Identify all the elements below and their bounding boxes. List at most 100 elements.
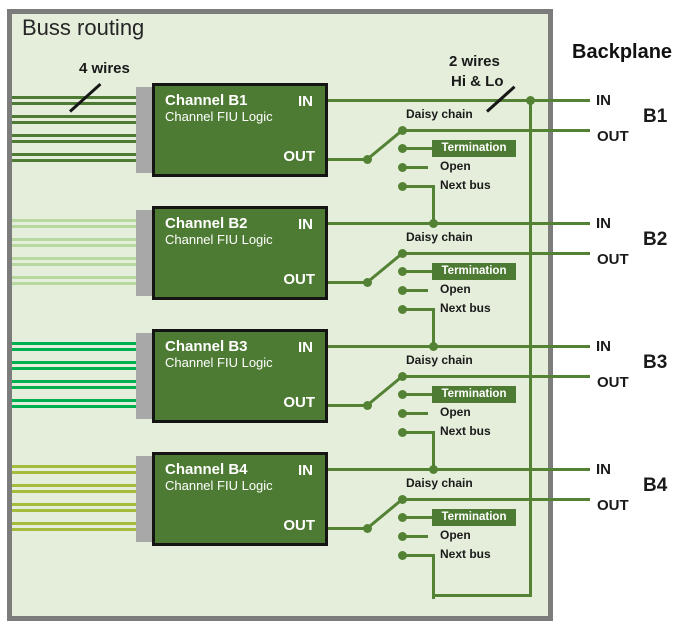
backplane-out-label-b1: OUT	[597, 128, 629, 145]
channel-subtitle-b1: Channel FIU Logic	[165, 109, 273, 124]
backplane-bus-label-b4: B4	[643, 475, 668, 496]
wire-pair-b3	[12, 405, 136, 408]
wire-pair-b1	[12, 121, 136, 124]
connector-bar-b2	[136, 210, 152, 296]
open-node-dot-b1	[397, 162, 407, 172]
nextbus-elbow-b1	[431, 185, 435, 225]
in-junction-dot-b2	[428, 219, 438, 228]
in-line-b2	[328, 222, 590, 225]
nextbus-elbow-b4	[431, 554, 435, 599]
wire-pair-b3	[12, 380, 136, 383]
wire-pair-b1	[12, 102, 136, 105]
daisy-chain-label-b4: Daisy chain	[406, 476, 473, 490]
wire-pair-b4	[12, 490, 136, 493]
wire-pair-b2	[12, 225, 136, 228]
termination-label-b1: Termination	[441, 142, 507, 154]
termination-box-b3: Termination	[432, 385, 516, 403]
channel-subtitle-b4: Channel FIU Logic	[165, 478, 273, 493]
termination-stub-b3	[402, 392, 434, 396]
block-out-label-b1: OUT	[283, 148, 315, 165]
channel-subtitle-b2: Channel FIU Logic	[165, 232, 273, 247]
block-in-label-b3: IN	[298, 339, 313, 356]
termination-box-b1: Termination	[432, 139, 516, 157]
daisy-line-b3	[402, 374, 590, 378]
wire-pair-b2	[12, 263, 136, 266]
out-node-dot-b2	[362, 277, 372, 287]
nextbus-node-dot-b4	[397, 550, 407, 560]
termination-box-b4: Termination	[432, 508, 516, 526]
nextbus-stub-b4	[402, 553, 433, 557]
wire-pair-b1	[12, 134, 136, 137]
nextbus-stub-b3	[402, 430, 433, 434]
nextbus-stub-b2	[402, 307, 433, 311]
out-line-b4	[328, 526, 367, 530]
backplane-out-label-b3: OUT	[597, 374, 629, 391]
wire-pair-b1	[12, 115, 136, 118]
in-line-b3	[328, 345, 590, 348]
block-out-label-b2: OUT	[283, 271, 315, 288]
open-label-b1: Open	[440, 159, 471, 173]
daisy-line-b4	[402, 497, 590, 501]
termination-box-b2: Termination	[432, 262, 516, 280]
daisy-chain-label-b2: Daisy chain	[406, 230, 473, 244]
channel-subtitle-b3: Channel FIU Logic	[165, 355, 273, 370]
out-node-dot-b3	[362, 400, 372, 410]
in-junction-dot-b4	[428, 465, 438, 474]
open-label-b3: Open	[440, 405, 471, 419]
termination-node-dot-b2	[397, 266, 407, 276]
nextbus-label-b3: Next bus	[440, 424, 491, 438]
wire-pair-b4	[12, 471, 136, 474]
open-node-dot-b4	[397, 531, 407, 541]
backplane-in-label-b2: IN	[596, 215, 611, 232]
channel-title-b2: Channel B2	[165, 215, 248, 232]
wire-pair-b4	[12, 528, 136, 531]
nextbus-node-dot-b3	[397, 427, 407, 437]
out-node-dot-b4	[362, 523, 372, 533]
wire-pair-b4	[12, 522, 136, 525]
open-stub-b4	[402, 534, 428, 538]
wire-pair-b4	[12, 484, 136, 487]
wire-pair-b1	[12, 140, 136, 143]
out-line-b2	[328, 280, 367, 284]
in-line-b1	[328, 99, 590, 102]
wire-pair-b1	[12, 153, 136, 156]
daisy-line-b1	[402, 128, 590, 132]
out-line-b1	[328, 157, 367, 161]
open-stub-b1	[402, 165, 428, 169]
wire-pair-b2	[12, 257, 136, 260]
wire-pair-b3	[12, 386, 136, 389]
nextbus-label-b4: Next bus	[440, 547, 491, 561]
panel-title: Buss routing	[22, 15, 145, 40]
termination-node-dot-b3	[397, 389, 407, 399]
backplane-in-label-b1: IN	[596, 92, 611, 109]
wire-pair-b2	[12, 244, 136, 247]
four-wires-label: 4 wires	[79, 60, 130, 77]
daisy-node-dot-b3	[397, 371, 407, 381]
daisy-node-dot-b2	[397, 248, 407, 258]
block-in-label-b1: IN	[298, 93, 313, 110]
termination-stub-b2	[402, 269, 434, 273]
daisy-chain-label-b3: Daisy chain	[406, 353, 473, 367]
backplane-bus-label-b1: B1	[643, 106, 668, 127]
termination-stub-b4	[402, 515, 434, 519]
daisy-chain-label-b1: Daisy chain	[406, 107, 473, 121]
wire-pair-b4	[12, 503, 136, 506]
channel-title-b4: Channel B4	[165, 461, 248, 478]
daisy-line-b2	[402, 251, 590, 255]
wire-pair-b2	[12, 219, 136, 222]
in-junction-dot-b3	[428, 342, 438, 351]
backplane-in-label-b3: IN	[596, 338, 611, 355]
wire-pair-b1	[12, 96, 136, 99]
nextbus-node-dot-b2	[397, 304, 407, 314]
wire-pair-b3	[12, 399, 136, 402]
wire-pair-b2	[12, 238, 136, 241]
wire-pair-b1	[12, 159, 136, 162]
backplane-in-label-b4: IN	[596, 461, 611, 478]
wire-pair-b3	[12, 367, 136, 370]
out-node-dot-b1	[362, 154, 372, 164]
open-stub-b2	[402, 288, 428, 292]
backplane-out-label-b2: OUT	[597, 251, 629, 268]
